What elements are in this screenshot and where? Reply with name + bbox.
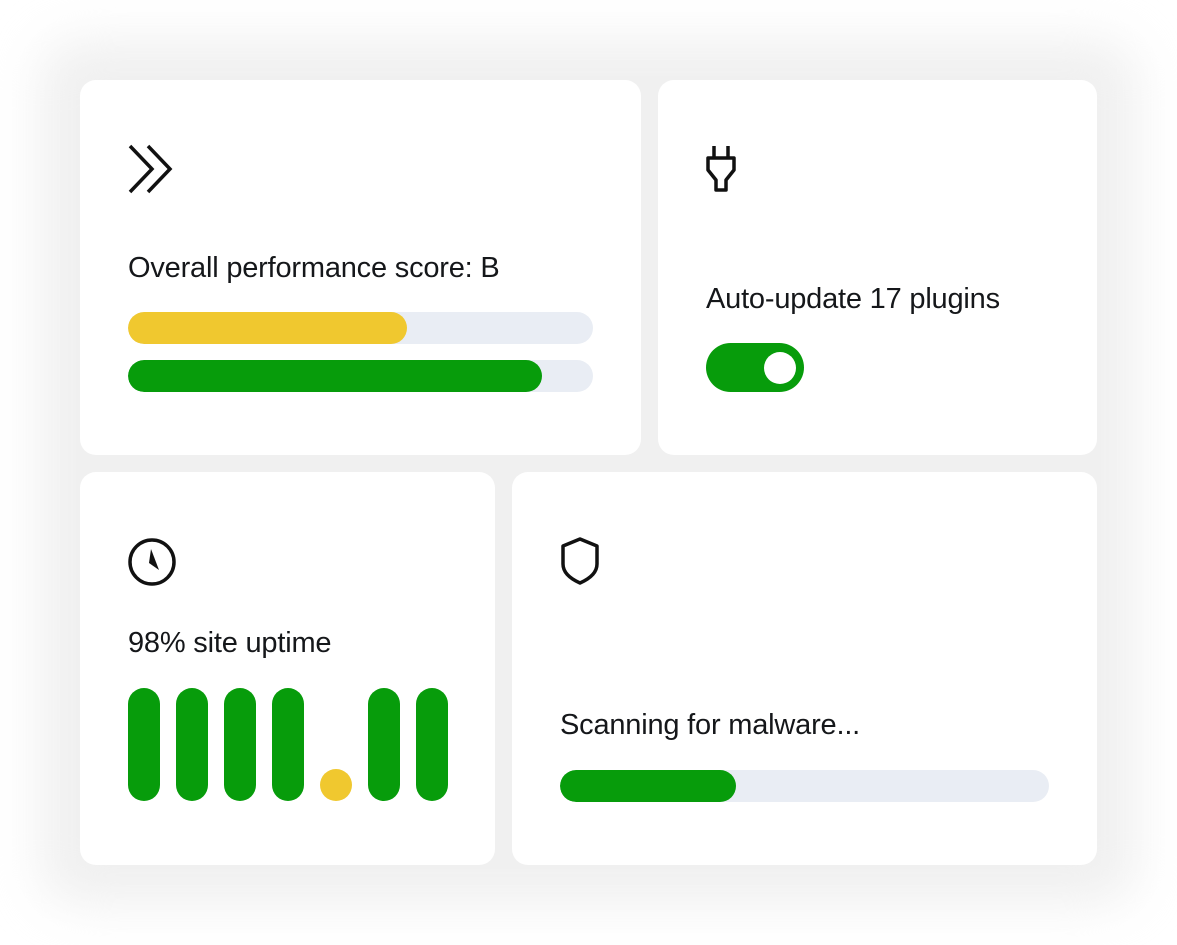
uptime-bar-up (416, 688, 448, 801)
performance-bar-1 (128, 312, 593, 344)
uptime-label: 98% site uptime (128, 627, 332, 659)
uptime-bar-up (128, 688, 160, 801)
uptime-bar-up (176, 688, 208, 801)
performance-label: Overall performance score: B (128, 252, 500, 284)
uptime-bar-up (224, 688, 256, 801)
double-chevron-right-icon (128, 144, 173, 194)
clock-icon (128, 538, 176, 586)
auto-update-toggle[interactable] (706, 343, 804, 392)
uptime-bar-up (272, 688, 304, 801)
uptime-bar-up (368, 688, 400, 801)
performance-bar-fill (128, 360, 542, 392)
uptime-bar-down (320, 769, 352, 801)
plugins-card: Auto-update 17 plugins (658, 80, 1097, 455)
uptime-card: 98% site uptime (80, 472, 495, 865)
performance-bar-2 (128, 360, 593, 392)
malware-label: Scanning for malware... (560, 709, 861, 741)
plug-icon (706, 146, 736, 192)
toggle-knob (764, 352, 796, 384)
malware-card: Scanning for malware... (512, 472, 1097, 865)
plugins-label: Auto-update 17 plugins (706, 283, 1000, 315)
malware-progress-fill (560, 770, 737, 802)
performance-card: Overall performance score: B (80, 80, 641, 455)
performance-bar-fill (128, 312, 407, 344)
shield-icon (561, 537, 599, 585)
malware-progress-bar (560, 770, 1049, 802)
